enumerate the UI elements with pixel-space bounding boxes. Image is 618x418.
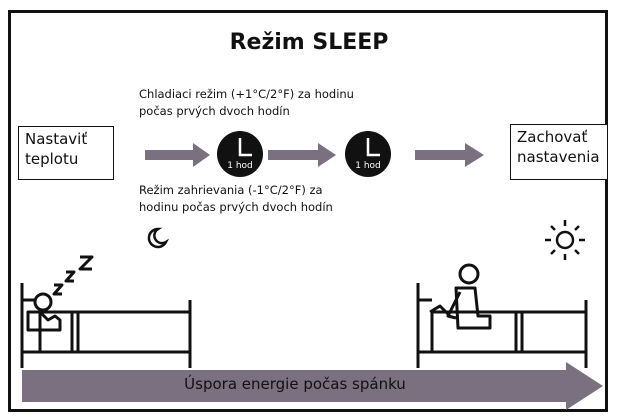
zzz-icon	[52, 255, 94, 296]
cooling-note-line2: počas prvých dvoch hodín	[139, 104, 290, 118]
flow-arrows	[145, 143, 484, 167]
sleeping-person-icon	[20, 283, 192, 368]
keep-settings-box: Zachovať nastavenia	[510, 124, 608, 180]
diagram-frame	[8, 10, 608, 412]
moon-icon	[147, 227, 170, 249]
sitting-person-icon	[416, 263, 588, 368]
cooling-note-line1: Chladiaci režim (+1°C/2°F) za hodinu	[139, 87, 354, 101]
clock-label-2: 1 hod	[355, 161, 381, 171]
flow-arrow-3	[415, 143, 484, 167]
set-temperature-box: Nastaviť teplotu	[18, 126, 114, 180]
cooling-note: Chladiaci režim (+1°C/2°F) za hodinu poč…	[139, 86, 399, 120]
energy-saving-arrow	[22, 362, 603, 410]
set-temperature-line2: teplotu	[25, 150, 79, 168]
keep-settings-line2: nastavenia	[517, 148, 600, 166]
sun-icon	[545, 220, 585, 260]
heating-note-line2: hodinu počas prvých dvoch hodín	[139, 200, 333, 214]
energy-saving-label: Úspora energie počas spánku	[184, 375, 406, 393]
keep-settings-line1: Zachovať	[517, 128, 588, 146]
flow-arrow-2	[268, 143, 336, 167]
clock-label-1: 1 hod	[227, 161, 253, 171]
clock-icon: 1 hod	[345, 131, 391, 177]
clock-icon: 1 hod	[217, 131, 263, 177]
heating-note-line1: Režim zahrievania (-1°C/2°F) za	[139, 183, 323, 197]
flow-arrow-1	[145, 143, 210, 167]
set-temperature-line1: Nastaviť	[25, 130, 88, 148]
diagram-title: Režim SLEEP	[229, 30, 389, 55]
heating-note: Režim zahrievania (-1°C/2°F) za hodinu p…	[139, 182, 399, 216]
